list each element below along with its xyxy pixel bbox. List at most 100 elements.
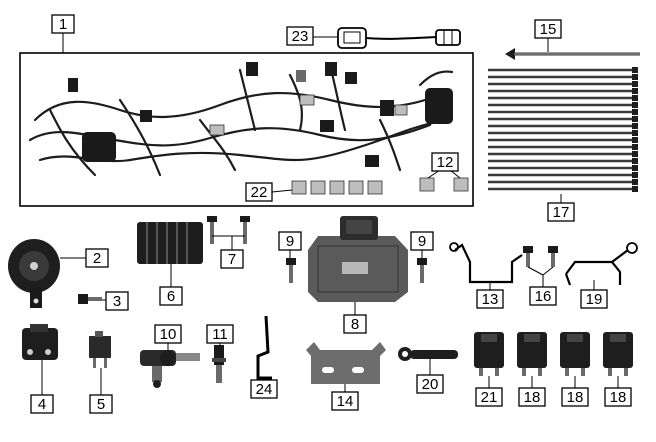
cable-tie-head	[632, 165, 638, 171]
svg-text:6: 6	[167, 288, 175, 305]
cable-tie-head	[632, 102, 638, 108]
bracket-19	[564, 242, 638, 286]
svg-text:3: 3	[113, 293, 121, 310]
callout-13: 13	[476, 289, 504, 309]
callout-16: 16	[529, 286, 557, 306]
callout-2: 2	[85, 248, 109, 268]
svg-text:16: 16	[535, 288, 552, 305]
relay-18-c	[603, 332, 633, 376]
cable-tie-head	[632, 130, 638, 136]
cable-tie-head	[632, 151, 638, 157]
voltage-regulator	[137, 222, 203, 264]
callout-21: 21	[475, 387, 503, 407]
svg-text:1: 1	[59, 16, 67, 33]
callout-18-b: 18	[561, 387, 589, 407]
svg-text:24: 24	[256, 381, 273, 398]
callout-12: 12	[431, 152, 459, 172]
ecu-bolt-left	[286, 258, 296, 283]
svg-text:19: 19	[586, 291, 603, 308]
cable-tie-head	[632, 95, 638, 101]
svg-text:23: 23	[292, 28, 309, 45]
cable-tie-head	[632, 81, 638, 87]
cable-tie-head	[632, 144, 638, 150]
cable-tie-head	[632, 67, 638, 73]
svg-text:18: 18	[524, 389, 541, 406]
callout-15: 15	[534, 19, 562, 39]
callout-18-a: 18	[518, 387, 546, 407]
svg-text:18: 18	[610, 389, 627, 406]
svg-text:9: 9	[418, 233, 426, 250]
main-wiring-harness	[28, 62, 454, 177]
callout-20: 20	[416, 374, 444, 394]
svg-text:14: 14	[337, 393, 354, 410]
cable-tie-bundle	[488, 67, 638, 192]
harness-connectors-22	[291, 180, 383, 195]
callout-7: 7	[220, 249, 244, 269]
callout-18-c: 18	[604, 387, 632, 407]
bracket-strip	[256, 315, 272, 380]
cable-tie-head	[632, 74, 638, 80]
svg-text:20: 20	[422, 376, 439, 393]
position-sensor	[140, 350, 200, 388]
callout-11: 11	[206, 324, 234, 344]
relay-18-a	[517, 332, 547, 376]
callout-9-left: 9	[278, 231, 302, 251]
relay-switch-4	[22, 324, 58, 360]
svg-text:7: 7	[228, 251, 236, 268]
svg-text:13: 13	[482, 291, 499, 308]
callout-14: 14	[331, 391, 359, 411]
svg-text:10: 10	[160, 326, 177, 343]
harness-frame	[19, 52, 474, 207]
harness-connectors-12	[419, 177, 469, 192]
callout-8: 8	[343, 314, 367, 334]
regulator-bolts	[207, 216, 250, 244]
relay-21	[474, 332, 504, 376]
svg-text:8: 8	[351, 316, 359, 333]
svg-text:15: 15	[540, 21, 557, 38]
relay-18-b	[560, 332, 590, 376]
callout-1: 1	[51, 14, 75, 34]
bracket-13	[449, 242, 523, 284]
svg-text:17: 17	[553, 204, 570, 221]
cable-tie-head	[632, 123, 638, 129]
cable-tie-head	[632, 116, 638, 122]
rubber-strap	[398, 347, 458, 361]
ecu-module	[308, 216, 408, 302]
cable-tie-head	[632, 109, 638, 115]
sensor-cable	[337, 27, 461, 49]
cable-tie-head	[632, 179, 638, 185]
pin-sensor	[212, 345, 226, 383]
bracket-screws	[523, 246, 558, 267]
horn	[8, 239, 60, 308]
callout-6: 6	[159, 286, 183, 306]
svg-text:22: 22	[251, 184, 268, 201]
cable-tie-head	[632, 137, 638, 143]
callout-19: 19	[580, 289, 608, 309]
callout-3: 3	[105, 291, 129, 311]
callout-22: 22	[245, 182, 273, 202]
cable-tie-head	[632, 172, 638, 178]
horn-bolt	[78, 294, 102, 304]
svg-text:18: 18	[567, 389, 584, 406]
svg-text:11: 11	[212, 326, 228, 343]
svg-text:21: 21	[481, 389, 498, 406]
cable-tie-15	[505, 48, 640, 60]
cable-tie-head	[632, 88, 638, 94]
cable-tie-head	[632, 186, 638, 192]
callout-4: 4	[30, 394, 54, 414]
callout-23: 23	[286, 26, 314, 46]
svg-text:2: 2	[93, 250, 101, 267]
callout-24: 24	[250, 379, 278, 399]
svg-text:9: 9	[286, 233, 294, 250]
svg-text:4: 4	[38, 396, 46, 413]
ecu-bolt-right	[417, 258, 427, 283]
callout-5: 5	[89, 394, 113, 414]
svg-text:5: 5	[97, 396, 105, 413]
callout-9-right: 9	[410, 231, 434, 251]
svg-text:12: 12	[437, 154, 454, 171]
mounting-plate	[306, 342, 386, 384]
callout-17: 17	[547, 202, 575, 222]
relay-5	[89, 331, 111, 368]
callout-10: 10	[154, 324, 182, 344]
